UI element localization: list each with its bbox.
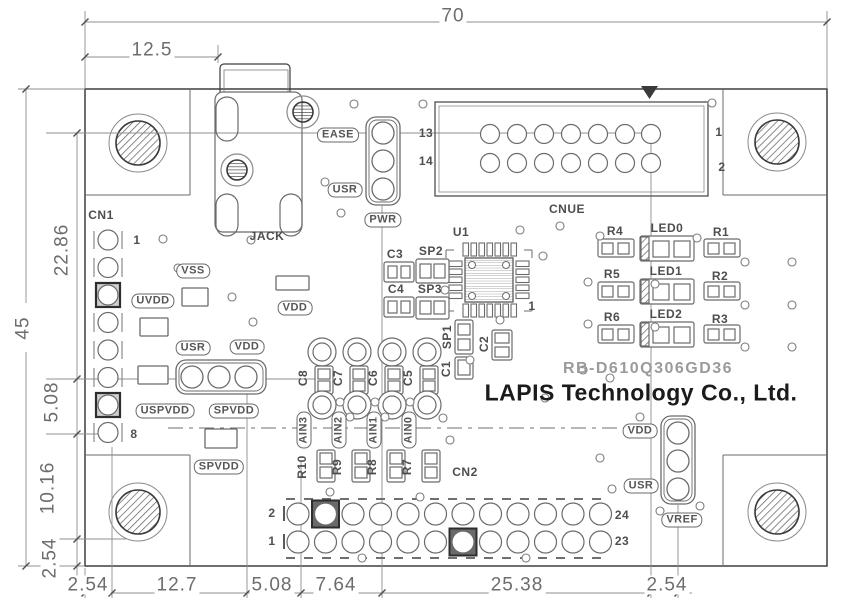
- caps-near-u1: [383, 258, 513, 380]
- c7-label: C7: [331, 369, 345, 387]
- cnue-pin14-label: 14: [418, 154, 434, 168]
- dim-left-22-86: 22.86: [51, 221, 73, 279]
- c3-label: C3: [386, 247, 404, 261]
- u1-qfp: [445, 242, 533, 318]
- dim-bottom-2-54b: 2.54: [644, 574, 690, 596]
- corner-region-lines: [85, 89, 827, 566]
- ain2-silkscreen: AIN2: [331, 411, 347, 449]
- r6-label: R6: [603, 310, 621, 324]
- spvdd-bottom-silkscreen: SPVDD: [193, 459, 245, 475]
- cn2-pin2-label: 2: [268, 506, 276, 520]
- vias: [158, 98, 797, 563]
- cn2-pin1-label: 1: [268, 534, 276, 548]
- jack-component: [214, 91, 320, 237]
- dim-bottom-7-64: 7.64: [313, 574, 359, 596]
- spvdd-mid-silkscreen: SPVDD: [208, 403, 260, 419]
- ain-columns: [307, 337, 442, 483]
- led-resistor-array: [597, 235, 741, 348]
- mounting-holes: [108, 112, 807, 542]
- cnue-pin13-label: 13: [418, 126, 434, 140]
- cnue-pin1-label: 1: [715, 125, 723, 139]
- usr-mid-silkscreen: USR: [175, 340, 211, 356]
- cn2-connector: [283, 498, 613, 559]
- c5-label: C5: [401, 369, 415, 387]
- mounting-hole-bottom-right: [747, 482, 807, 542]
- cnue-connector: [434, 86, 709, 197]
- header-usr-vdd-mid: [175, 359, 267, 395]
- pin1-triangle-marker: [641, 86, 658, 99]
- dim-bottom-25-38: 25.38: [488, 574, 546, 596]
- cn2-label: CN2: [452, 465, 478, 479]
- sp2-label: SP2: [418, 244, 444, 258]
- cn1-pin1-label: 1: [133, 233, 141, 247]
- header-ease-usr-pwr: [365, 116, 401, 206]
- r9-label: R9: [330, 458, 344, 476]
- uspvdd-silkscreen: USPVDD: [135, 403, 195, 419]
- c4-label: C4: [387, 282, 405, 296]
- dim-bottom-2-54a: 2.54: [65, 574, 111, 596]
- c8-label: C8: [296, 369, 310, 387]
- cn2-pin24-label: 24: [614, 508, 630, 522]
- ain1-silkscreen: AIN1: [366, 411, 382, 449]
- r3-label: R3: [711, 312, 729, 326]
- u1-pin1-label: 1: [528, 299, 536, 313]
- cnue-label: CNUE: [548, 202, 586, 216]
- dim-left-height: 45: [12, 314, 34, 342]
- usb-tab: [219, 63, 291, 92]
- sp3-label: SP3: [417, 282, 443, 296]
- vss-silkscreen: VSS: [176, 263, 210, 279]
- cnue-pin2-label: 2: [718, 160, 726, 174]
- usr-right-silkscreen: USR: [623, 478, 659, 494]
- c1-label: C1: [439, 360, 453, 378]
- board-outline: [84, 63, 828, 567]
- u1-label: U1: [452, 225, 470, 239]
- ain3-silkscreen: AIN3: [296, 411, 312, 449]
- r8-label: R8: [365, 458, 379, 476]
- board-model-text: RB-D610Q306GD36: [562, 360, 734, 377]
- usr-top-silkscreen: USR: [327, 182, 363, 198]
- vdd-left-silkscreen: VDD: [277, 300, 313, 316]
- mounting-hole-bottom-left: [108, 482, 168, 542]
- dim-top-width: 70: [439, 5, 467, 27]
- c6-label: C6: [366, 369, 380, 387]
- dim-bottom-5-08: 5.08: [249, 574, 295, 596]
- mounting-hole-top-left: [108, 113, 168, 173]
- cn1-pin8-label: 8: [130, 427, 138, 441]
- company-name-text: LAPIS Technology Co., Ltd.: [484, 379, 798, 406]
- vref-silkscreen: VREF: [661, 512, 703, 528]
- r5-label: R5: [603, 267, 621, 281]
- cn1-label: CN1: [88, 208, 114, 222]
- dim-left-10-16: 10.16: [37, 459, 59, 517]
- r1-label: R1: [712, 225, 730, 239]
- ain0-silkscreen: AIN0: [401, 411, 417, 449]
- mounting-hole-top-right: [747, 112, 807, 172]
- cn2-pin23-label: 23: [614, 534, 630, 548]
- dim-left-5-08: 5.08: [41, 379, 63, 425]
- led0-label: LED0: [650, 221, 684, 235]
- r4-label: R4: [606, 224, 624, 238]
- dim-left-2-54: 2.54: [39, 535, 61, 581]
- dim-bottom-12-7: 12.7: [154, 574, 200, 596]
- test-pads: [137, 275, 310, 449]
- r2-label: R2: [711, 269, 729, 283]
- r7-label: R7: [400, 458, 414, 476]
- jack-label: JACK: [249, 229, 285, 243]
- r10-label: R10: [295, 455, 309, 479]
- led1-label: LED1: [649, 264, 683, 278]
- cn1-connector: [93, 229, 123, 444]
- c2-label: C2: [477, 335, 491, 353]
- sp1-label: SP1: [440, 324, 454, 350]
- vdd-mid-silkscreen: VDD: [229, 339, 265, 355]
- header-vdd-usr-vref: [660, 415, 696, 505]
- dim-top-offset: 12.5: [129, 39, 175, 61]
- led2-label: LED2: [649, 307, 683, 321]
- ease-silkscreen: EASE: [317, 127, 359, 143]
- uvdd-silkscreen: UVDD: [131, 293, 175, 309]
- vdd-right-silkscreen: VDD: [622, 423, 658, 439]
- pwr-silkscreen: PWR: [364, 212, 402, 228]
